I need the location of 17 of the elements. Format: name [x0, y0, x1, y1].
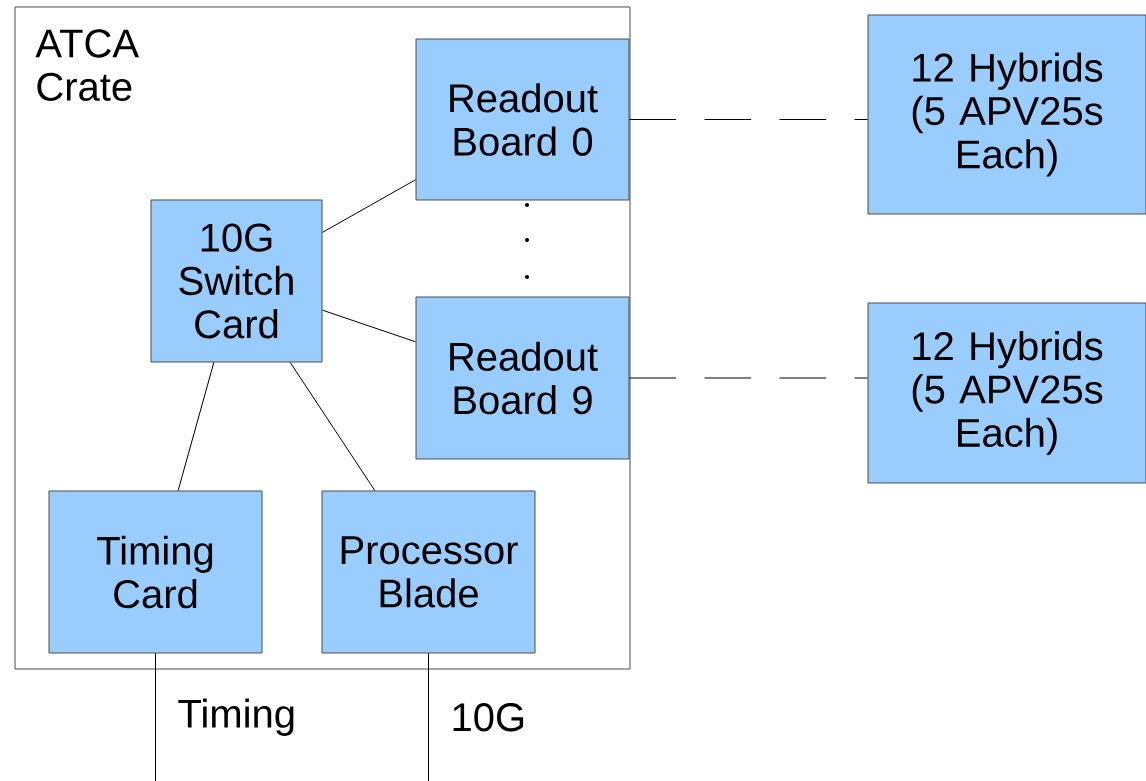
component-box: Processor Blade	[321, 490, 536, 654]
connector-line	[289, 362, 376, 491]
connector-line	[322, 309, 416, 343]
connector-line	[428, 653, 429, 781]
dashed-line	[629, 377, 868, 379]
component-box: 10G Switch Card	[150, 199, 323, 363]
connector-line	[322, 179, 416, 233]
edge-label: 10G	[448, 701, 528, 734]
component-box: Timing Card	[48, 490, 263, 654]
connector-line	[155, 653, 156, 781]
connector-line	[177, 362, 215, 491]
component-box: 12 Hybrids (5 APV25s Each)	[867, 302, 1146, 484]
edge-label: Timing	[175, 696, 298, 738]
component-box: 12 Hybrids (5 APV25s Each)	[867, 14, 1146, 215]
dashed-line	[629, 119, 868, 120]
component-box: Readout Board 9	[415, 296, 630, 460]
component-box: Readout Board 0	[415, 38, 630, 201]
